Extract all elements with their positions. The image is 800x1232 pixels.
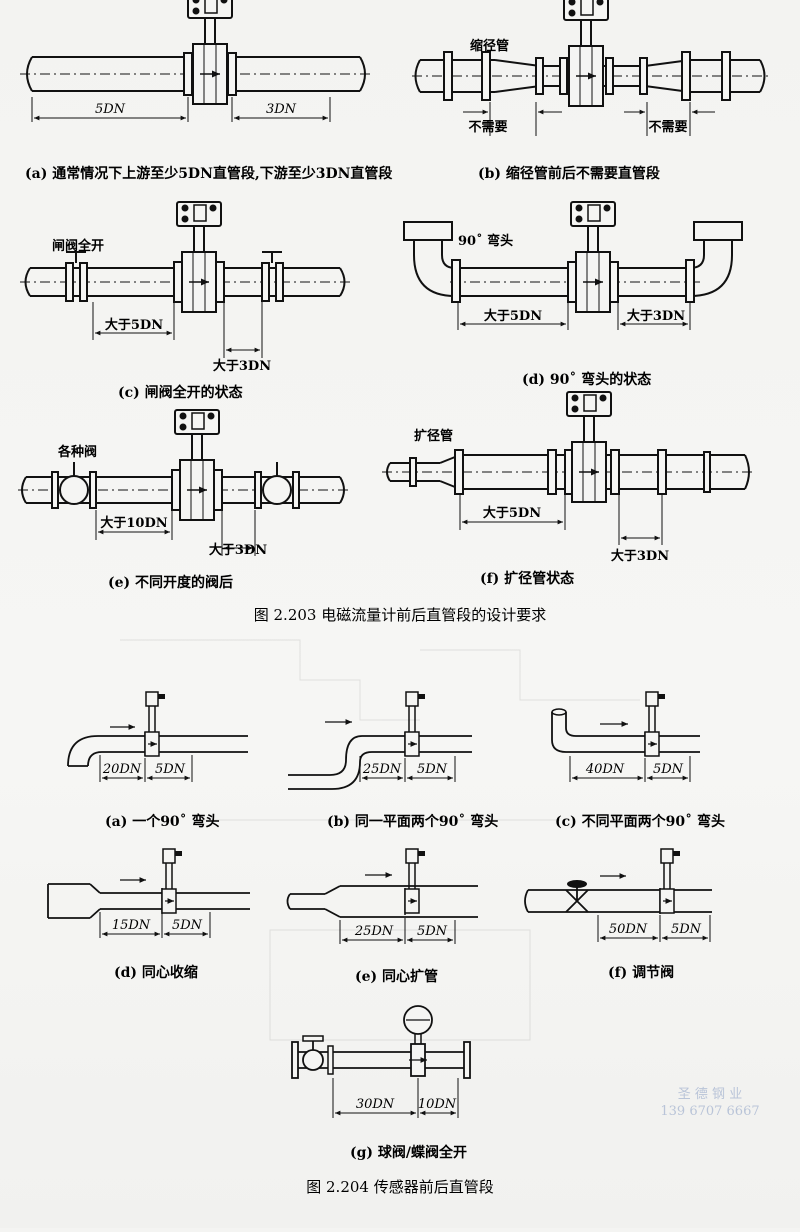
diagram-2-204-d: 15DN 5DN (d) 同心收缩 xyxy=(47,849,250,981)
dim-down-a: 3DN xyxy=(266,102,297,117)
watermark-phone: 139 6707 6667 xyxy=(660,1104,759,1119)
diagram-2-203-a: 5DN 3DN (a) 通常情况下上游至少5DN直管段,下游至少3DN直管段 xyxy=(20,0,392,182)
bleed-through-shadows xyxy=(120,639,640,1041)
figure-2-203-caption: 图 2.203 电磁流量计前后直管段的设计要求 xyxy=(254,606,546,624)
caption-2-204-b: (b) 同一平面两个90˚ 弯头 xyxy=(327,813,498,830)
watermark-company: 圣 德 钢 业 xyxy=(678,1087,742,1102)
label-gate-valve: 闸阀全开 xyxy=(52,238,104,254)
dim-up-f: 大于5DN xyxy=(483,505,541,521)
dim-down-204f: 5DN xyxy=(671,922,702,937)
dim-down-f: 大于3DN xyxy=(611,548,669,564)
dim-down-204e: 5DN xyxy=(417,924,448,939)
diagram-2-204-e: 25DN 5DN (e) 同心扩管 xyxy=(286,849,478,985)
caption-2-204-g: (g) 球阀/蝶阀全开 xyxy=(350,1144,467,1161)
dim-up-e: 大于10DN xyxy=(100,515,167,531)
diagram-2-203-e: 各种阀 大于10DN 大于3DN (e) 不同开度的阀后 xyxy=(18,410,350,591)
caption-2-203-a: (a) 通常情况下上游至少5DN直管段,下游至少3DN直管段 xyxy=(25,165,392,182)
caption-2-203-e: (e) 不同开度的阀后 xyxy=(108,574,233,591)
dim-down-d: 大于3DN xyxy=(627,308,685,324)
diagram-2-203-f: 扩径管 大于5DN 大于3DN (f) 扩径管状态 xyxy=(382,392,755,587)
caption-2-203-f: (f) 扩径管状态 xyxy=(480,570,574,587)
caption-2-203-b: (b) 缩径管前后不需要直管段 xyxy=(478,165,660,182)
label-elbow: 90˚ 弯头 xyxy=(458,233,513,249)
caption-2-204-d: (d) 同心收缩 xyxy=(114,964,198,981)
diagram-2-203-b: 缩径管 不需要 不需要 (b) 缩径管前后不需要直管段 xyxy=(412,0,770,182)
label-reducer: 缩径管 xyxy=(470,38,509,54)
dim-up-a: 5DN xyxy=(95,102,126,117)
diagram-2-204-g: 30DN 10DN (g) 球阀/蝶阀全开 xyxy=(291,1005,471,1161)
dim-right-b: 不需要 xyxy=(648,120,687,135)
dim-up-c: 大于5DN xyxy=(105,317,163,333)
dim-up-204g: 30DN xyxy=(356,1097,395,1112)
diagram-2-204-c: 40DN 5DN (c) 不同平面两个90˚ 弯头 xyxy=(551,692,725,830)
dim-up-204e: 25DN xyxy=(354,924,394,939)
dim-down-204c: 5DN xyxy=(653,762,684,777)
caption-2-204-c: (c) 不同平面两个90˚ 弯头 xyxy=(555,813,725,830)
dim-down-c: 大于3DN xyxy=(213,358,271,374)
caption-2-204-f: (f) 调节阀 xyxy=(608,964,674,981)
dim-down-204g: 10DN xyxy=(418,1097,457,1112)
diagram-2-203-d: 90˚ 弯头 大于5DN 大于3DN (d) 90˚ 弯头的状态 xyxy=(403,202,743,388)
figure-2-204-caption: 图 2.204 传感器前后直管段 xyxy=(306,1178,493,1196)
diagram-2-203-c: 闸阀全开 大于5DN 大于3DN (c) 闸阀全开的状态 xyxy=(20,202,350,401)
caption-2-204-a: (a) 一个90˚ 弯头 xyxy=(105,813,220,830)
dim-down-e: 大于3DN xyxy=(209,542,267,558)
diagram-2-204-f: 50DN 5DN (f) 调节阀 xyxy=(524,849,712,981)
caption-2-203-c: (c) 闸阀全开的状态 xyxy=(118,384,243,401)
dim-up-204d: 15DN xyxy=(112,918,151,933)
dim-down-204b: 5DN xyxy=(417,762,448,777)
dim-up-204a: 20DN xyxy=(102,762,142,777)
dim-left-b: 不需要 xyxy=(468,120,507,135)
dim-up-204b: 25DN xyxy=(362,762,402,777)
dim-down-204a: 5DN xyxy=(155,762,186,777)
caption-2-203-d: (d) 90˚ 弯头的状态 xyxy=(522,371,651,388)
dim-down-204d: 5DN xyxy=(172,918,203,933)
dim-up-204c: 40DN xyxy=(585,762,625,777)
caption-2-204-e: (e) 同心扩管 xyxy=(355,968,438,985)
label-valves: 各种阀 xyxy=(57,444,97,460)
diagram-2-204-a: 20DN 5DN (a) 一个90˚ 弯头 xyxy=(67,692,248,830)
label-expander: 扩径管 xyxy=(414,428,453,444)
dim-up-d: 大于5DN xyxy=(484,308,542,324)
diagram-2-204-b: 25DN 5DN (b) 同一平面两个90˚ 弯头 xyxy=(288,692,498,830)
dim-up-204f: 50DN xyxy=(609,922,648,937)
